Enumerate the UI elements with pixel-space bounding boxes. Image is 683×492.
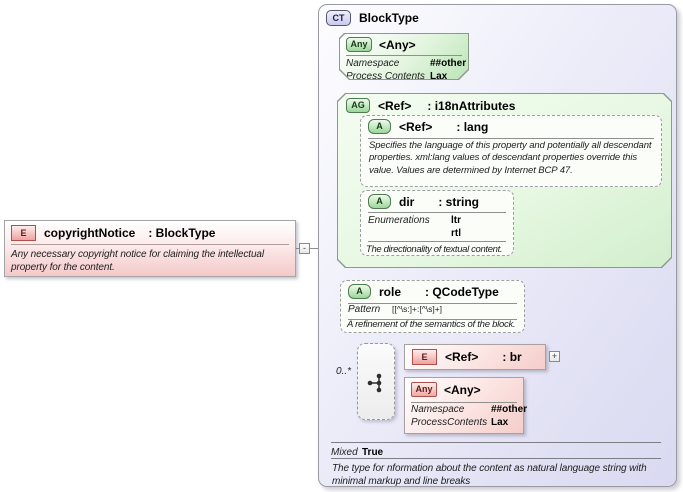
attribute-group-name: <Ref>: [378, 98, 412, 113]
divider: [331, 442, 661, 443]
connector-line: [296, 248, 330, 249]
wildcard-title: <Any>: [379, 37, 416, 52]
property-label: Process Contents: [346, 71, 425, 83]
pattern-value: [[^\s:]+:[^\s]+]: [392, 304, 443, 314]
element-description: Any necessary copyright notice for claim…: [11, 249, 265, 273]
attribute-description: The directionality of textual content.: [366, 244, 503, 256]
mixed-value: True: [362, 447, 384, 458]
complextype-description: The type for nformation about the conten…: [332, 463, 647, 487]
pattern-label: Pattern: [348, 304, 381, 315]
enumerations-values: ltr rtl: [451, 215, 461, 240]
expand-button[interactable]: +: [549, 351, 560, 362]
collapse-button[interactable]: -: [299, 243, 310, 254]
complextype-badge: CT: [326, 10, 351, 26]
divider: [348, 303, 517, 304]
attribute-description: A refinement of the semantics of the blo…: [347, 319, 516, 331]
attribute-type: : lang: [456, 119, 489, 134]
cardinality-label: 0..*: [336, 366, 352, 377]
attribute-lang-node[interactable]: A <Ref> : lang Specifies the language of…: [360, 115, 662, 187]
attribute-description: Specifies the language of this property …: [369, 140, 652, 176]
divider: [348, 319, 517, 320]
mixed-property-row: Mixed True: [331, 446, 661, 459]
attribute-type: : QCodeType: [425, 284, 499, 299]
enumerations-label: Enumerations: [368, 215, 430, 226]
wildcard-any-bottom-node[interactable]: Any <Any> Namespace ##other ProcessConte…: [404, 377, 528, 434]
attribute-badge: A: [368, 119, 391, 134]
element-br-node[interactable]: E <Ref> : br: [404, 344, 546, 370]
wildcard-title: <Any>: [444, 382, 481, 397]
element-badge: E: [11, 225, 36, 241]
wildcard-any-top-body: Any <Any> Namespace ##other Process Cont…: [340, 34, 468, 79]
divider: [368, 241, 506, 242]
attribute-type: : string: [438, 194, 480, 209]
mixed-label: Mixed: [331, 447, 358, 458]
element-name: <Ref>: [445, 350, 479, 364]
attribute-badge: A: [348, 284, 371, 299]
element-type: : BlockType: [148, 226, 216, 240]
wildcard-badge: Any: [411, 382, 437, 397]
attribute-name: <Ref>: [399, 119, 433, 134]
attribute-group-type: : i18nAttributes: [427, 98, 516, 113]
property-label: Namespace: [411, 404, 465, 415]
divider: [368, 138, 654, 139]
attribute-group-badge: AG: [346, 98, 370, 113]
divider: [346, 55, 462, 56]
element-name: copyrightNotice: [44, 226, 136, 240]
wildcard-any-top-node[interactable]: Any <Any> Namespace ##other Process Cont…: [339, 33, 469, 80]
compositor-icon: [367, 373, 382, 393]
element-copyrightnotice-node[interactable]: E copyrightNotice : BlockType Any necess…: [4, 220, 296, 277]
attribute-name: dir: [399, 194, 415, 209]
attribute-badge: A: [368, 194, 391, 209]
property-label: ProcessContents: [411, 417, 488, 429]
divider: [331, 458, 661, 459]
complextype-title: BlockType: [359, 11, 419, 25]
element-badge: E: [412, 349, 437, 365]
divider: [11, 244, 289, 245]
divider: [368, 212, 506, 213]
compositor-node[interactable]: [357, 343, 395, 420]
wildcard-badge: Any: [346, 37, 372, 52]
property-value: Lax: [430, 71, 448, 83]
property-value: ##other: [491, 404, 528, 415]
divider: [411, 402, 517, 403]
property-value: ##other: [430, 58, 467, 69]
property-value: Lax: [491, 417, 509, 429]
attribute-name: role: [379, 284, 402, 299]
attribute-role-node[interactable]: A role : QCodeType Pattern [[^\s:]+:[^\s…: [340, 280, 525, 333]
element-type: : br: [502, 350, 522, 364]
attribute-dir-node[interactable]: A dir : string Enumerations ltr rtl The …: [360, 190, 514, 256]
property-label: Namespace: [346, 58, 400, 69]
